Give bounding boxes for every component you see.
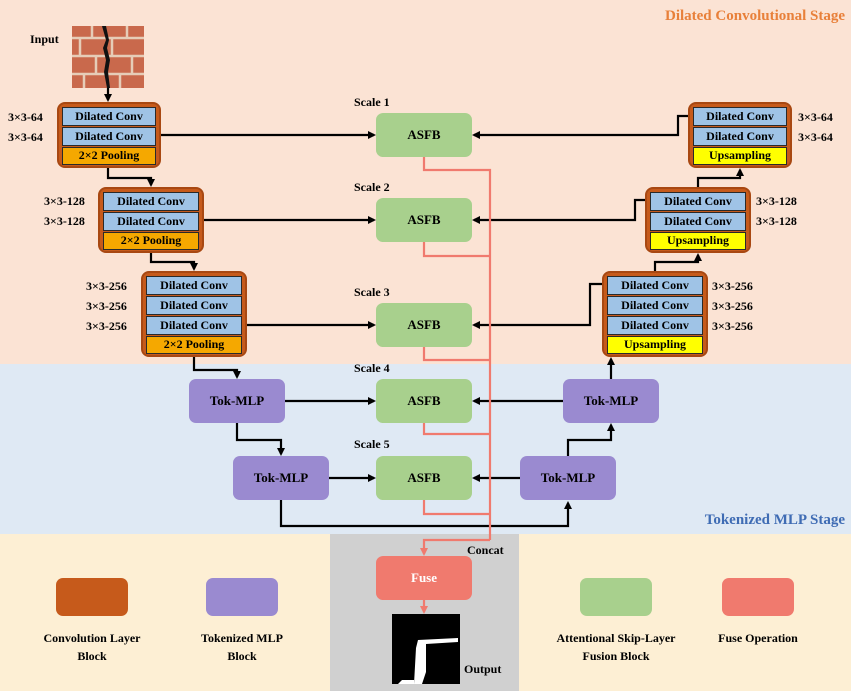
tok-mlp-decoder-1: Tok-MLP (563, 379, 659, 423)
legend-asfb-line-2: Fusion Block (582, 649, 650, 663)
legend-swatch-conv (56, 578, 128, 616)
dilated-conv-row: Dilated Conv (650, 192, 746, 211)
upsampling-row: Upsampling (693, 147, 787, 165)
dim-label: 3×3-256 (86, 319, 127, 333)
input-label: Input (30, 32, 59, 46)
tok-mlp-decoder-2: Tok-MLP (520, 456, 616, 500)
asfb-block-scale-4: ASFB (376, 379, 472, 423)
scale-3-label: Scale 3 (354, 285, 390, 299)
dilated-conv-row: Dilated Conv (103, 192, 199, 211)
dilated-conv-row: Dilated Conv (103, 212, 199, 231)
upsampling-row: Upsampling (607, 336, 703, 354)
scale-2-label: Scale 2 (354, 180, 390, 194)
tok-mlp-encoder-1: Tok-MLP (189, 379, 285, 423)
dim-label: 3×3-128 (756, 214, 797, 228)
legend-fuse-text: Fuse Operation (718, 631, 798, 645)
dim-label: 3×3-256 (712, 279, 753, 293)
dim-label: 3×3-128 (44, 214, 85, 228)
output-segmentation-image (392, 614, 460, 684)
fuse-block: Fuse (376, 556, 472, 600)
legend-swatch-tok (206, 578, 278, 616)
scale-4-label: Scale 4 (354, 361, 390, 375)
scale-1-label: Scale 1 (354, 95, 390, 109)
dim-label: 3×3-128 (44, 194, 85, 208)
dim-label: 3×3-64 (798, 130, 833, 144)
dilated-conv-row: Dilated Conv (607, 296, 703, 315)
pooling-row: 2×2 Pooling (103, 232, 199, 250)
dilated-conv-row: Dilated Conv (146, 316, 242, 335)
dim-label: 3×3-128 (756, 194, 797, 208)
dim-label: 3×3-256 (86, 279, 127, 293)
dim-label: 3×3-256 (86, 299, 127, 313)
dilated-conv-row: Dilated Conv (607, 276, 703, 295)
dim-label: 3×3-256 (712, 319, 753, 333)
legend-swatch-fuse (722, 578, 794, 616)
dilated-conv-row: Dilated Conv (607, 316, 703, 335)
dilated-conv-row: Dilated Conv (693, 107, 787, 126)
legend-asfb-line-1: Attentional Skip-Layer (556, 631, 676, 645)
legend-tok-line-1: Tokenized MLP (201, 631, 283, 645)
dilated-conv-row: Dilated Conv (693, 127, 787, 146)
mlp-stage-title: Tokenized MLP Stage (704, 512, 845, 528)
scale-5-label: Scale 5 (354, 437, 390, 451)
dilated-conv-row: Dilated Conv (146, 276, 242, 295)
concat-label: Concat (467, 543, 504, 557)
dilated-conv-row: Dilated Conv (62, 107, 156, 126)
dim-label: 3×3-256 (712, 299, 753, 313)
dilated-conv-row: Dilated Conv (62, 127, 156, 146)
dilated-conv-row: Dilated Conv (146, 296, 242, 315)
legend-swatch-asfb (580, 578, 652, 616)
asfb-block-scale-2: ASFB (376, 198, 472, 242)
legend-asfb-text: Attentional Skip-Layer Fusion Block (540, 629, 692, 665)
upsampling-row: Upsampling (650, 232, 746, 250)
dim-label: 3×3-64 (8, 110, 43, 124)
pooling-row: 2×2 Pooling (62, 147, 156, 165)
legend-tok-text: Tokenized MLP Block (184, 629, 300, 665)
asfb-block-scale-5: ASFB (376, 456, 472, 500)
legend-conv-line-2: Block (77, 649, 107, 663)
pooling-row: 2×2 Pooling (146, 336, 242, 354)
dim-label: 3×3-64 (798, 110, 833, 124)
legend-conv-text: Convolution Layer Block (26, 629, 158, 665)
dilated-conv-row: Dilated Conv (650, 212, 746, 231)
conv-stage-title: Dilated Convolutional Stage (664, 8, 845, 24)
legend-conv-line-1: Convolution Layer (43, 631, 141, 645)
output-label: Output (464, 662, 502, 676)
tok-mlp-encoder-2: Tok-MLP (233, 456, 329, 500)
asfb-block-scale-1: ASFB (376, 113, 472, 157)
dim-label: 3×3-64 (8, 130, 43, 144)
asfb-block-scale-3: ASFB (376, 303, 472, 347)
legend-tok-line-2: Block (227, 649, 257, 663)
input-crack-image (72, 26, 144, 88)
